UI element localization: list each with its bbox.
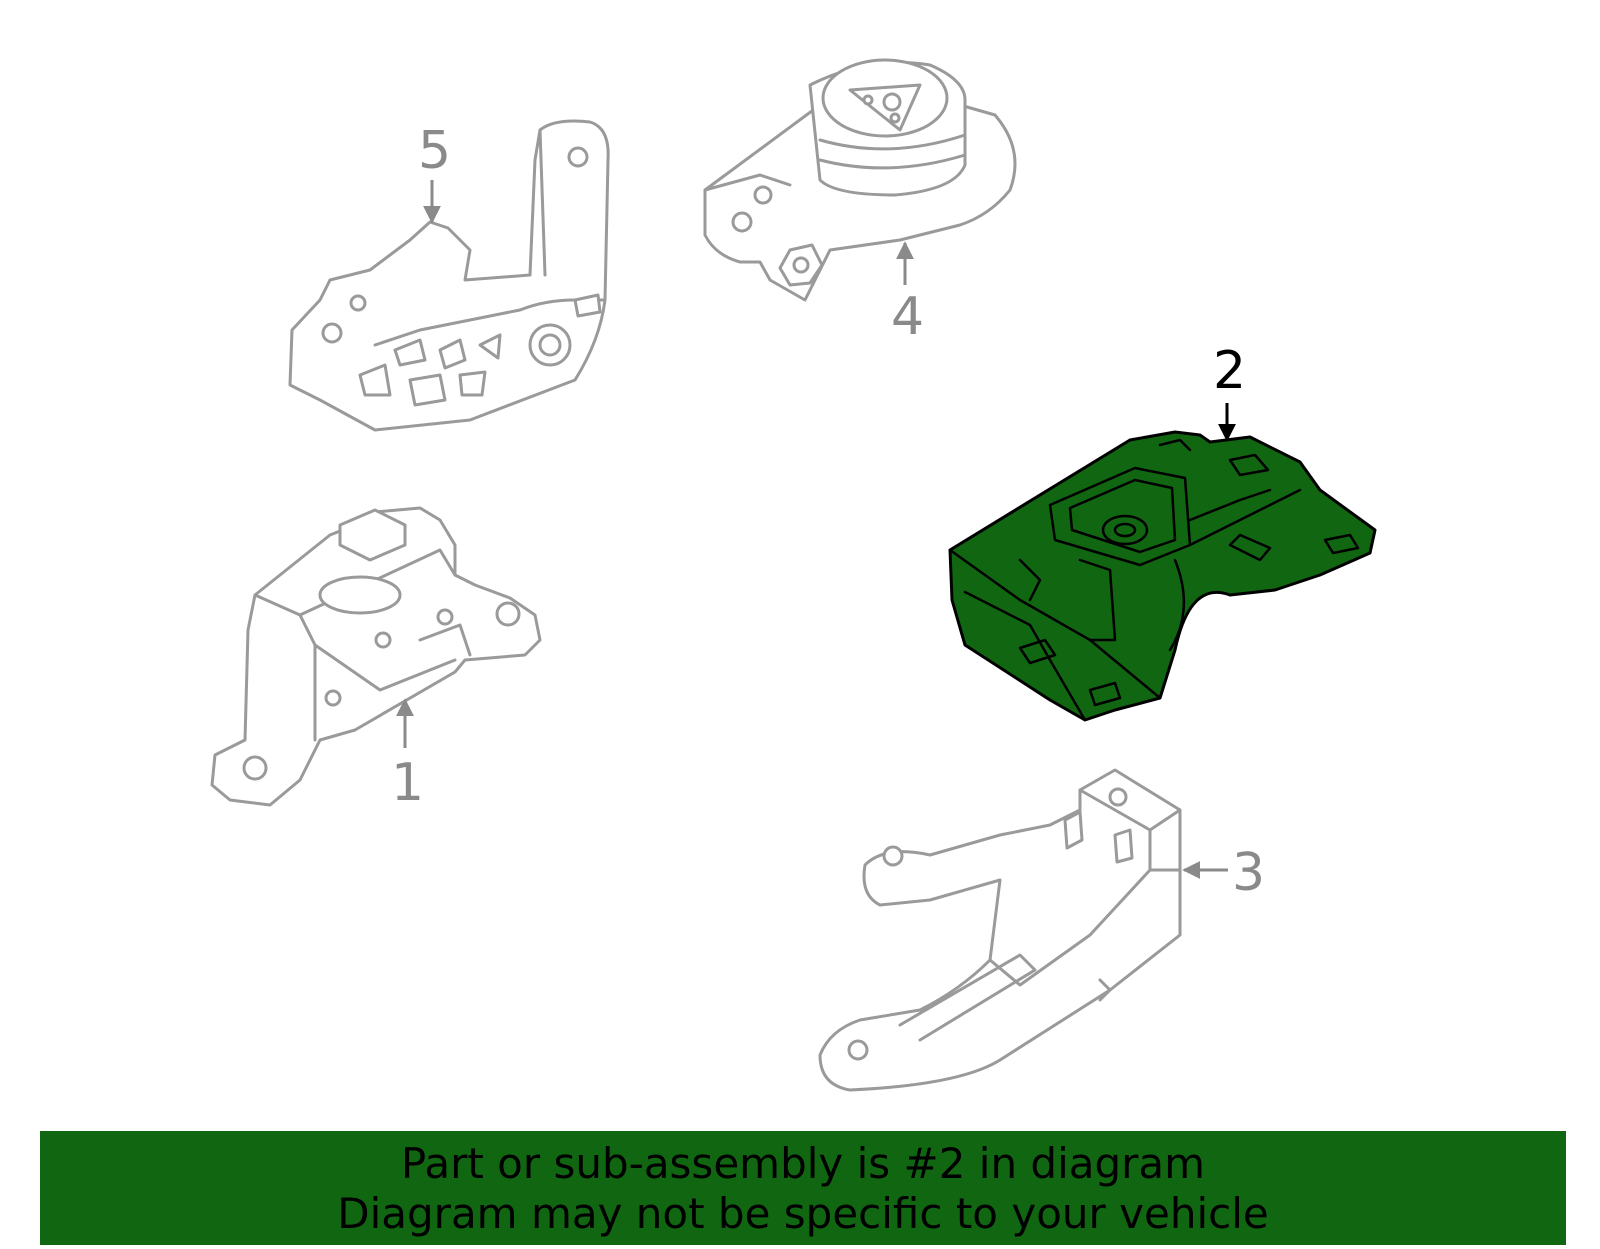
part-5-bracket[interactable]: [288, 119, 610, 432]
part-1-engine-mount[interactable]: [210, 506, 542, 807]
callout-3: 3: [1232, 843, 1265, 903]
banner-line-2: Diagram may not be specific to your vehi…: [337, 1189, 1269, 1238]
callout-4: 4: [891, 287, 924, 347]
banner-line-1: Part or sub-assembly is #2 in diagram: [400, 1139, 1206, 1188]
callout-1: 1: [391, 753, 424, 813]
info-banner: Part or sub-assembly is #2 in diagram Di…: [40, 1131, 1566, 1245]
callout-2: 2: [1213, 341, 1246, 401]
part-3-bracket[interactable]: [818, 768, 1182, 1092]
part-4-mount[interactable]: [703, 58, 1017, 302]
callout-5: 5: [418, 121, 451, 181]
part-2-transmission-mount[interactable]: [948, 430, 1377, 722]
